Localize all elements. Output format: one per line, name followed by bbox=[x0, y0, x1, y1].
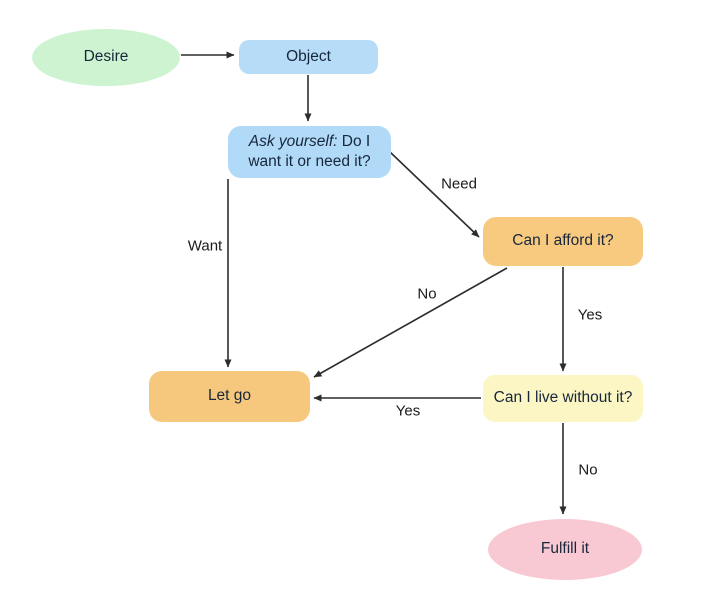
arrow-ask-to-afford bbox=[389, 151, 480, 238]
node-fulfill-it-label: Fulfill it bbox=[540, 540, 590, 558]
arrow-afford-to-letgo bbox=[313, 267, 508, 378]
edge-label-live-no: No bbox=[578, 461, 598, 479]
edge-label-afford-yes: Yes bbox=[577, 306, 603, 324]
node-can-i-live-without-it: Can I live without it? bbox=[483, 375, 643, 422]
node-can-i-afford-it: Can I afford it? bbox=[483, 217, 643, 266]
node-desire-label: Desire bbox=[83, 48, 129, 66]
node-can-i-live-without-it-label: Can I live without it? bbox=[493, 389, 633, 407]
edge-label-live-yes: Yes bbox=[395, 402, 421, 420]
node-object: Object bbox=[239, 40, 378, 74]
node-object-label: Object bbox=[286, 47, 331, 65]
node-let-go: Let go bbox=[149, 371, 310, 422]
node-ask-yourself-label: Ask yourself: Do I want it or need it? bbox=[248, 132, 371, 170]
node-let-go-label: Let go bbox=[207, 387, 252, 405]
node-desire: Desire bbox=[32, 29, 180, 86]
edge-label-afford-no: No bbox=[417, 285, 437, 303]
edge-label-need: Need bbox=[441, 175, 477, 193]
node-fulfill-it: Fulfill it bbox=[488, 519, 642, 580]
node-ask-yourself: Ask yourself: Do I want it or need it? bbox=[228, 126, 391, 178]
edge-label-want: Want bbox=[187, 237, 223, 255]
node-can-i-afford-it-label: Can I afford it? bbox=[512, 232, 614, 250]
